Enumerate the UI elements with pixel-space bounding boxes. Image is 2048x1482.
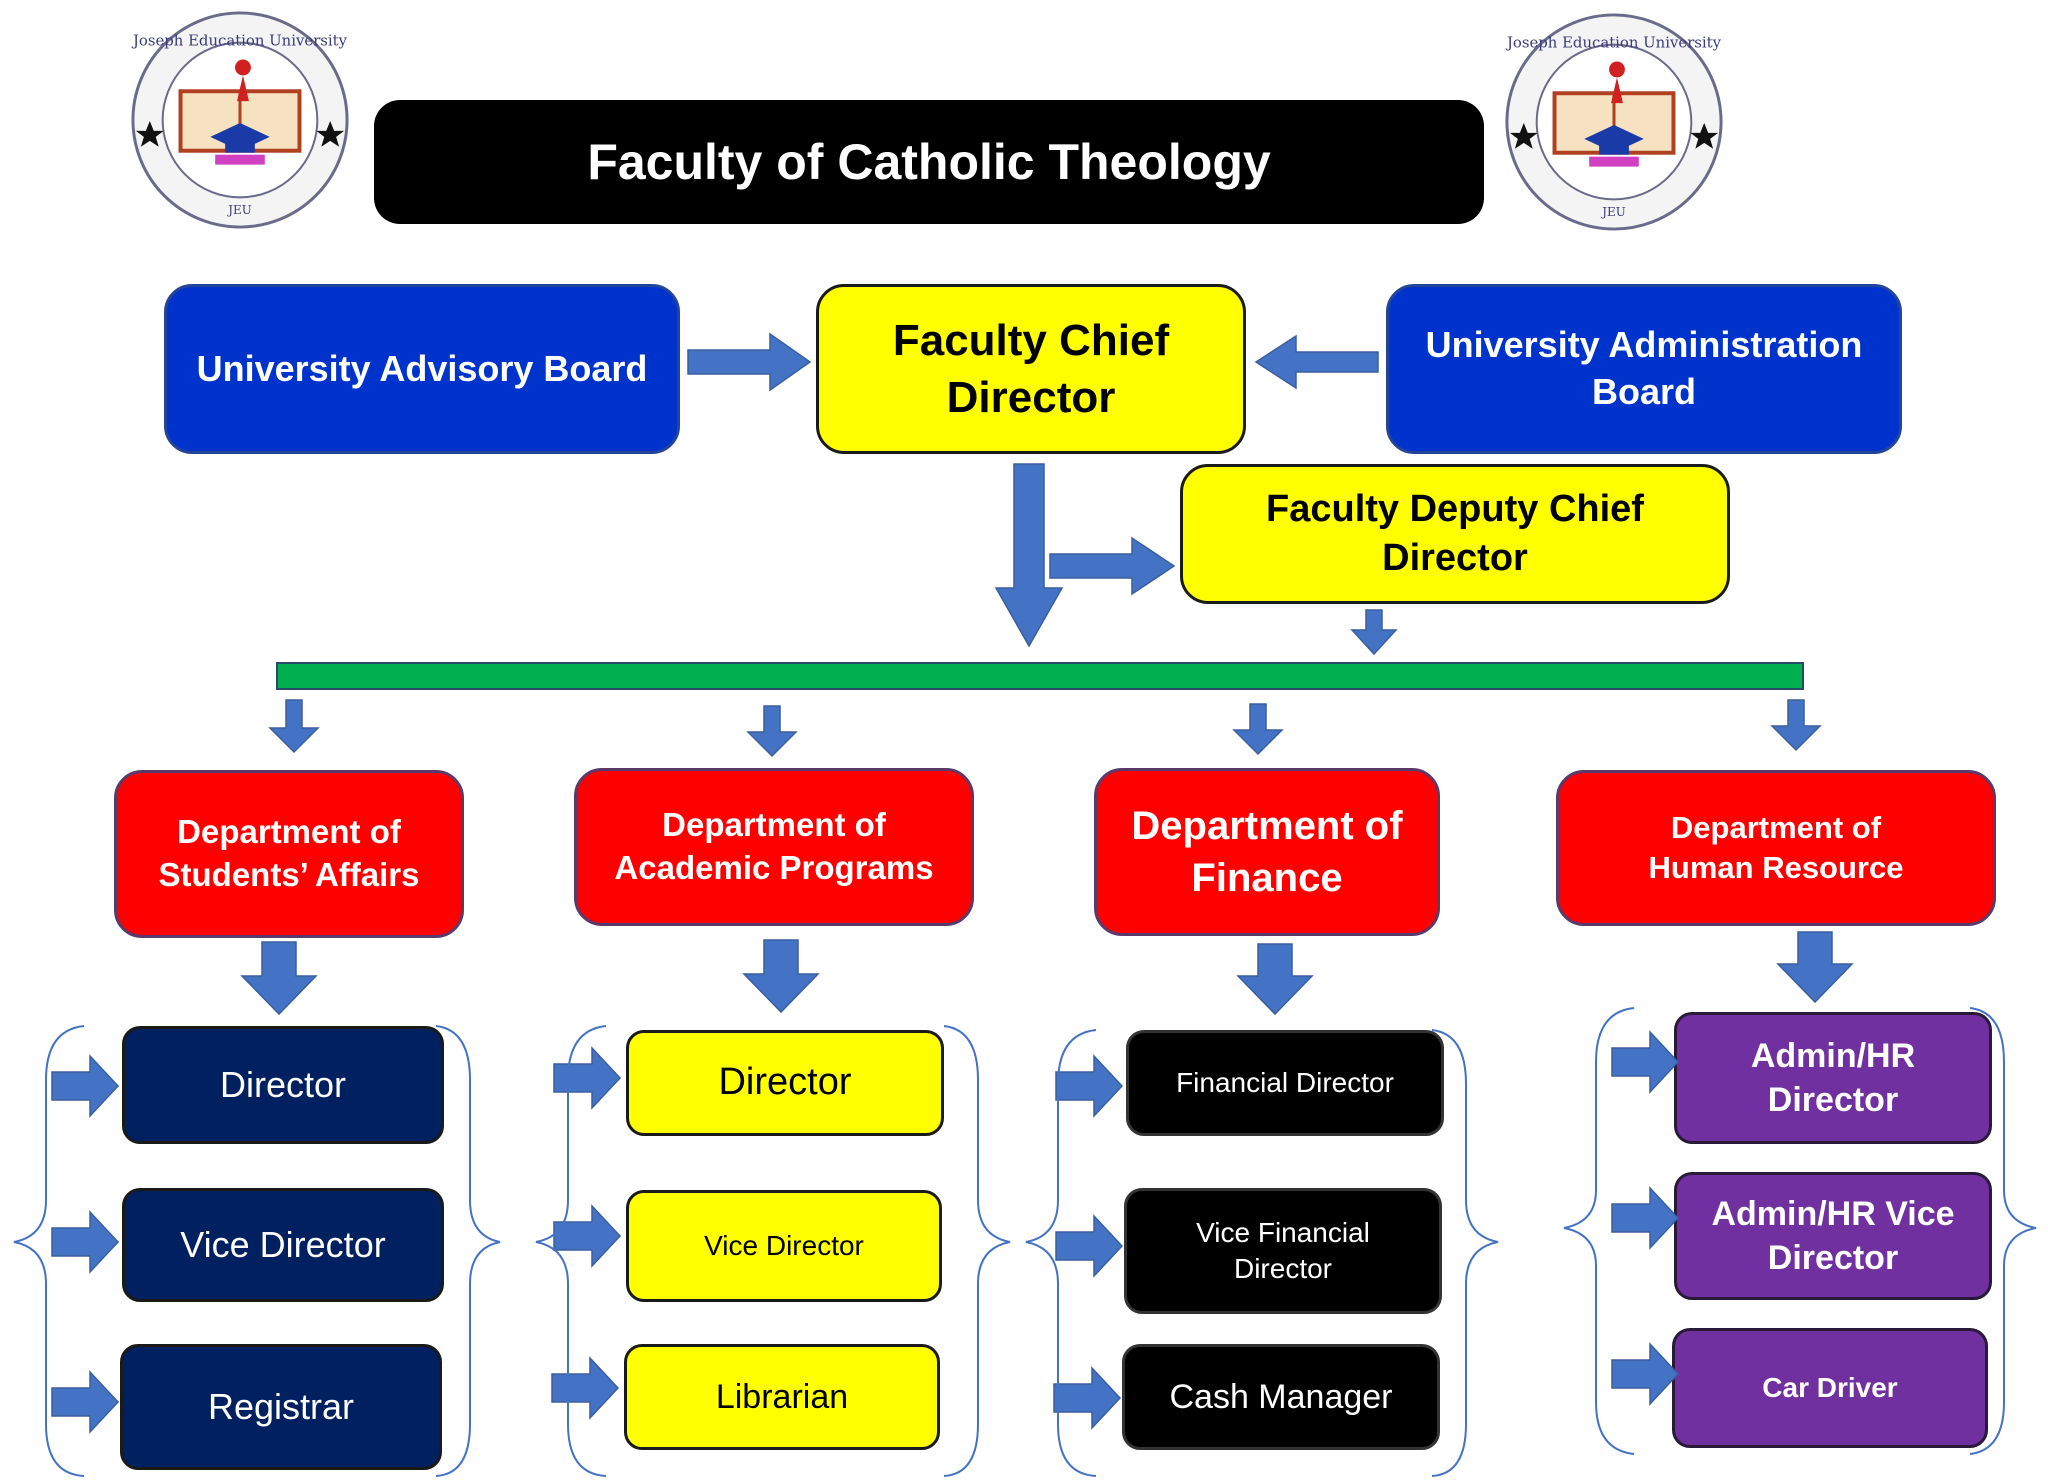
- staff-label: Vice Financial Director: [1196, 1216, 1370, 1284]
- department-label: Department of Finance: [1131, 804, 1403, 900]
- arrow-right-icon: [51, 1210, 120, 1274]
- department-academic-programs: Department of Academic Programs: [574, 768, 974, 926]
- arrow-right-icon: [51, 1054, 120, 1118]
- arrow-down-icon: [1236, 943, 1314, 1016]
- left-brace: [13, 1025, 85, 1477]
- arrow-down-icon: [1770, 699, 1822, 752]
- staff-label: Car Driver: [1762, 1371, 1898, 1403]
- svg-text:JEU: JEU: [1601, 205, 1625, 219]
- left-brace: [535, 1025, 607, 1477]
- department-students-affairs: Department of Students’ Affairs: [114, 770, 464, 938]
- university-logo-left: Joseph Education University JEU: [126, 6, 354, 234]
- staff-label: Registrar: [207, 1385, 355, 1427]
- deputy-chief-director-box: Faculty Deputy Chief Director: [1180, 464, 1730, 604]
- department-label: Department of Academic Programs: [614, 806, 934, 886]
- staff-label: Librarian: [715, 1377, 849, 1416]
- staff-box: Cash Manager: [1122, 1344, 1440, 1450]
- arrow-down-icon: [742, 939, 820, 1014]
- staff-box: Director: [122, 1026, 444, 1144]
- arrow-down-icon: [746, 705, 798, 758]
- page-title-text: Faculty of Catholic Theology: [587, 133, 1271, 190]
- staff-label: Financial Director: [1176, 1066, 1394, 1098]
- administration-board-label: University Administration Board: [1425, 324, 1863, 412]
- staff-box: Car Driver: [1672, 1328, 1988, 1448]
- staff-box: Vice Financial Director: [1124, 1188, 1442, 1314]
- arrow-down-icon: [1776, 931, 1854, 1004]
- arrow-right-icon: [51, 1370, 120, 1434]
- staff-box: Admin/HR Director: [1674, 1012, 1992, 1144]
- staff-box: Financial Director: [1126, 1030, 1444, 1136]
- advisory-board-box: University Advisory Board: [164, 284, 680, 454]
- arrow-right-icon: [687, 332, 812, 392]
- arrow-down-icon: [240, 941, 318, 1016]
- staff-box: Director: [626, 1030, 944, 1136]
- arrow-right-icon: [1055, 1054, 1124, 1118]
- arrow-right-icon: [1611, 1342, 1680, 1406]
- left-brace: [1025, 1029, 1097, 1477]
- arrow-right-icon: [553, 1204, 622, 1268]
- arrow-right-icon: [1053, 1366, 1122, 1430]
- page-title: Faculty of Catholic Theology: [374, 100, 1484, 224]
- university-logo-right: Joseph Education University JEU: [1500, 8, 1728, 236]
- arrow-right-icon: [1611, 1030, 1680, 1094]
- arrow-down-icon: [1232, 703, 1284, 756]
- arrow-down-icon: [994, 463, 1064, 648]
- left-brace: [1563, 1007, 1635, 1455]
- arrow-down-icon: [268, 699, 320, 754]
- deputy-chief-director-label: Faculty Deputy Chief Director: [1266, 487, 1644, 579]
- staff-box: Registrar: [120, 1344, 442, 1470]
- arrow-right-icon: [1611, 1186, 1680, 1250]
- arrow-right-icon: [553, 1046, 622, 1110]
- staff-box: Admin/HR Vice Director: [1674, 1172, 1992, 1300]
- staff-box: Vice Director: [122, 1188, 444, 1302]
- right-brace: [943, 1025, 1011, 1477]
- advisory-board-label: University Advisory Board: [196, 347, 648, 389]
- svg-text:JEU: JEU: [227, 203, 251, 217]
- staff-label: Director: [718, 1061, 852, 1104]
- arrow-down-icon: [1350, 609, 1398, 656]
- staff-label: Vice Director: [704, 1229, 864, 1261]
- staff-label: Admin/HR Director: [1750, 1036, 1916, 1119]
- chief-director-box: Faculty Chief Director: [816, 284, 1246, 454]
- staff-label: Director: [219, 1063, 347, 1105]
- department-finance: Department of Finance: [1094, 768, 1440, 936]
- staff-label: Admin/HR Vice Director: [1711, 1194, 1955, 1277]
- staff-box: Librarian: [624, 1344, 940, 1450]
- distribution-bar: [276, 662, 1804, 690]
- arrow-right-icon: [1055, 1214, 1124, 1278]
- right-brace: [435, 1025, 501, 1477]
- svg-text:Joseph Education University: Joseph Education University: [1505, 34, 1722, 52]
- staff-box: Vice Director: [626, 1190, 942, 1302]
- department-label: Department of Students’ Affairs: [158, 813, 420, 893]
- svg-text:Joseph Education University: Joseph Education University: [131, 32, 348, 50]
- arrow-right-icon: [1049, 536, 1176, 596]
- arrow-left-icon: [1254, 334, 1379, 390]
- administration-board-box: University Administration Board: [1386, 284, 1902, 454]
- staff-label: Cash Manager: [1169, 1377, 1393, 1416]
- department-human-resource: Department of Human Resource: [1556, 770, 1996, 926]
- arrow-right-icon: [551, 1356, 620, 1420]
- staff-label: Vice Director: [180, 1223, 386, 1265]
- chief-director-label: Faculty Chief Director: [892, 315, 1170, 422]
- department-label: Department of Human Resource: [1648, 809, 1904, 885]
